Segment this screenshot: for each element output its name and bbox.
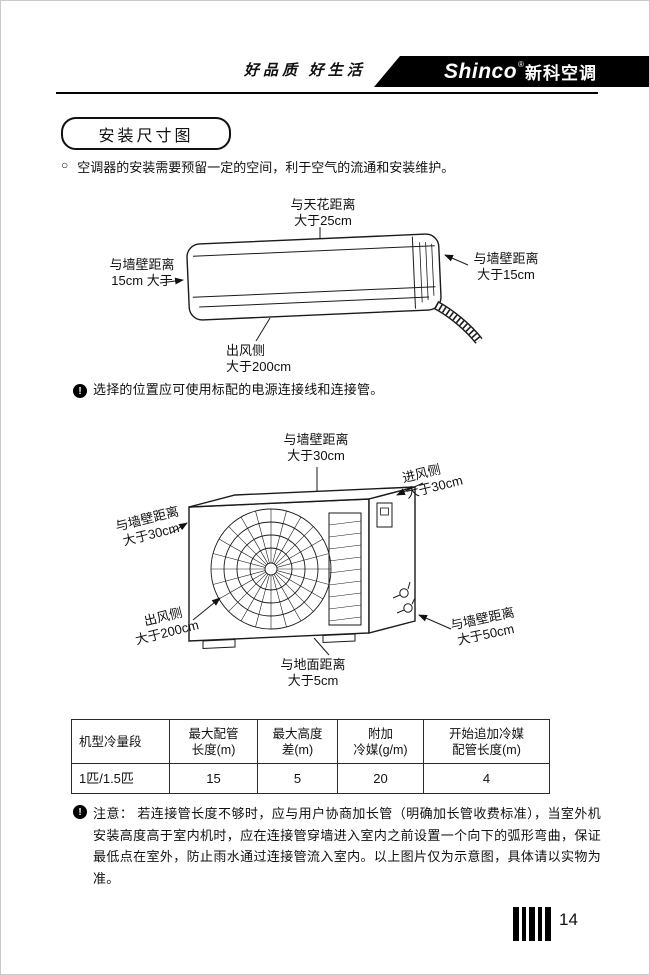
footer-bars-icon bbox=[513, 907, 551, 941]
notice-paragraph: ! 注意： 若连接管长度不够时，应与用户协商加长管（明确加长管收费标准），当室外… bbox=[73, 803, 601, 889]
fan-grille-spokes bbox=[211, 509, 331, 629]
spec-header-row: 机型冷量段 最大配管 长度(m) 最大高度 差(m) 附加 冷媒(g/m) 开始… bbox=[71, 719, 550, 764]
indoor-right-wall-clearance-label: 与墙壁距离 大于15cm bbox=[473, 251, 539, 282]
indoor-left-wall-clearance-label: 与墙壁距离 15cm 大于 bbox=[109, 257, 175, 288]
note-power-cord-text: 选择的位置应可使用标配的电源连接线和连接管。 bbox=[93, 382, 384, 397]
terminal-box bbox=[376, 502, 393, 528]
col-extra-refrigerant: 附加 冷媒(g/m) bbox=[337, 719, 424, 764]
service-valves bbox=[392, 581, 416, 614]
brand-bar: Shinco ® 新科空调 bbox=[374, 56, 649, 87]
spec-data-row: 1匹/1.5匹 15 5 20 4 bbox=[71, 763, 550, 794]
cell-extra-refrigerant: 20 bbox=[337, 763, 424, 794]
indoor-ceiling-clearance-label: 与天花距离 大于25cm bbox=[290, 197, 356, 228]
registered-mark-icon: ® bbox=[518, 60, 524, 69]
exclamation-icon: ! bbox=[73, 805, 87, 819]
pipe-spec-table: 机型冷量段 最大配管 长度(m) 最大高度 差(m) 附加 冷媒(g/m) 开始… bbox=[71, 719, 550, 794]
col-start-add-length: 开始追加冷媒 配管长度(m) bbox=[423, 719, 550, 764]
outdoor-foot-right bbox=[322, 633, 356, 644]
indoor-air-outlet-clearance-label: 出风侧 大于200cm bbox=[226, 343, 292, 374]
intro-text: 空调器的安装需要预留一定的空间，利于空气的流通和安装维护。 bbox=[77, 160, 455, 175]
cell-model: 1匹/1.5匹 bbox=[71, 763, 170, 794]
outdoor-unit-diagram: 与墙壁距离 大于30cm 进风侧 大于30cm 与墙壁距离 大于30cm 出风侧… bbox=[71, 427, 581, 699]
outdoor-foot-left bbox=[202, 638, 236, 650]
section-title: 安装尺寸图 bbox=[61, 117, 231, 150]
header-slogan: 好品质 好生活 bbox=[244, 63, 366, 79]
cell-max-pipe-length: 15 bbox=[169, 763, 258, 794]
header-divider bbox=[56, 92, 598, 94]
brand-name-cn: 新科空调 bbox=[524, 64, 597, 83]
outdoor-unit-drawing bbox=[170, 467, 452, 656]
col-max-height-diff: 最大高度 差(m) bbox=[257, 719, 338, 764]
outdoor-leader-lines bbox=[170, 467, 452, 656]
page-number: 14 bbox=[559, 910, 578, 929]
col-model: 机型冷量段 bbox=[71, 719, 170, 764]
cell-max-height-diff: 5 bbox=[257, 763, 338, 794]
circle-bullet-icon: ○ bbox=[61, 158, 69, 172]
side-vent-louvers bbox=[328, 520, 362, 622]
note-power-cord: ! 选择的位置应可使用标配的电源连接线和连接管。 bbox=[73, 382, 573, 398]
brand-logo-text: Shinco bbox=[444, 59, 518, 83]
indoor-unit-body bbox=[186, 233, 442, 321]
col-max-pipe-length: 最大配管 长度(m) bbox=[169, 719, 258, 764]
indoor-unit-drawing bbox=[159, 227, 483, 344]
exclamation-icon: ! bbox=[73, 384, 87, 398]
indoor-unit-diagram: 与天花距离 大于25cm 与墙壁距离 15cm 大于 与墙壁距离 大于15cm … bbox=[76, 191, 566, 391]
intro-line: ○ 空调器的安装需要预留一定的空间，利于空气的流通和安装维护。 bbox=[61, 157, 454, 176]
outdoor-ground-clearance-label: 与地面距离 大于5cm bbox=[280, 657, 346, 688]
cell-start-add-length: 4 bbox=[423, 763, 550, 794]
outdoor-top-wall-clearance-label: 与墙壁距离 大于30cm bbox=[283, 432, 349, 463]
drain-pipe bbox=[433, 301, 483, 344]
notice-text: 注意： 若连接管长度不够时，应与用户协商加长管（明确加长管收费标准），当室外机安… bbox=[93, 806, 601, 886]
indoor-leader-lines bbox=[159, 227, 469, 342]
